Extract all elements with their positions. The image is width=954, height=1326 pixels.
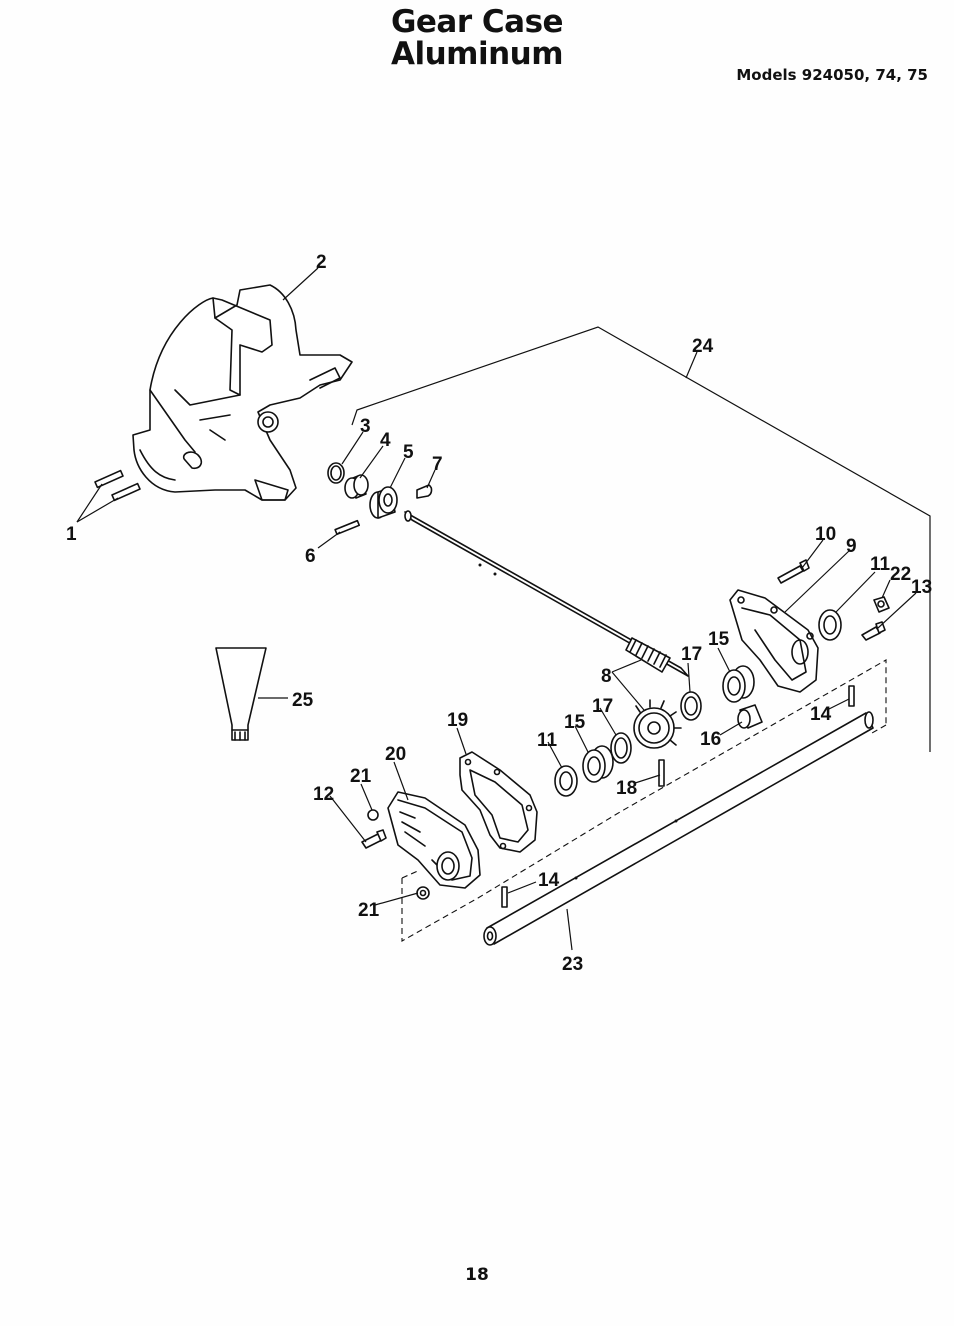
dashed-subassembly-outline — [401, 659, 887, 942]
callout-4: 4 — [380, 430, 391, 451]
callout-14-lower: 14 — [538, 870, 560, 891]
part-10-screw — [777, 559, 810, 584]
callout-23: 23 — [562, 954, 583, 975]
callout-13: 13 — [911, 577, 932, 598]
part-5-bearing — [369, 486, 398, 519]
callout-3: 3 — [360, 416, 371, 437]
callout-21-upper: 21 — [350, 766, 372, 787]
callout-5: 5 — [403, 442, 414, 463]
callout-17-lower: 17 — [592, 696, 613, 717]
part-15-bushing-lower — [582, 745, 614, 783]
part-2-housing — [132, 284, 353, 501]
page-title: Gear Case Aluminum — [0, 6, 954, 70]
part-16-spacer — [737, 704, 763, 729]
callout-8: 8 — [601, 666, 612, 687]
part-15-bushing-upper — [722, 665, 755, 703]
title-line-2: Aluminum — [390, 36, 564, 72]
part-23-impeller-shaft — [483, 711, 874, 946]
part-3-washer — [327, 462, 345, 484]
callout-21-lower: 21 — [358, 900, 380, 921]
callout-18: 18 — [616, 778, 637, 799]
part-19-gasket — [459, 751, 538, 853]
callout-12: 12 — [313, 784, 334, 805]
callout-16: 16 — [700, 729, 721, 750]
callout-15-lower: 15 — [564, 712, 586, 733]
part-17-washer-lower — [610, 732, 632, 764]
part-25-grease-tube — [215, 647, 267, 741]
part-8-gear — [633, 699, 682, 749]
part-14-pin-upper — [848, 685, 855, 707]
part-21-nut-lower — [416, 886, 430, 900]
callout-9: 9 — [846, 536, 857, 557]
part-13-screw — [861, 621, 886, 641]
part-11-seal-upper — [818, 609, 842, 641]
leader-lines — [76, 267, 917, 951]
callout-11-lower: 11 — [537, 730, 558, 751]
callout-1: 1 — [66, 524, 77, 545]
part-20-gear-case-half — [387, 791, 481, 889]
models-label: Models 924050, 74, 75 — [736, 66, 928, 84]
part-8-worm-shaft — [404, 510, 689, 677]
part-4-bushing — [344, 474, 369, 499]
title-line-1: Gear Case — [390, 4, 564, 40]
page-number: 18 — [465, 1265, 489, 1285]
assembly-bracket-24 — [351, 326, 931, 752]
part-12-screw — [361, 829, 387, 849]
part-14-pin-lower — [501, 886, 508, 908]
callout-2: 2 — [316, 252, 327, 273]
part-9-gear-case-half — [729, 589, 819, 693]
callout-22: 22 — [890, 564, 911, 585]
callout-labels: 1 2 3 4 5 6 7 8 9 10 11 11 12 13 14 14 1… — [66, 252, 932, 975]
callout-25: 25 — [292, 690, 314, 711]
callout-17-upper: 17 — [681, 644, 702, 665]
callout-15-upper: 15 — [708, 629, 730, 650]
part-17-washer-upper — [680, 691, 702, 721]
callout-6: 6 — [305, 546, 316, 567]
callout-20: 20 — [385, 744, 406, 765]
part-11-seal-lower — [554, 765, 578, 797]
part-18-pin — [658, 759, 665, 787]
part-7-key — [416, 484, 433, 499]
part-22-plug — [873, 596, 890, 613]
part-1-pins — [94, 469, 141, 502]
callout-7: 7 — [432, 454, 443, 475]
callout-14-upper: 14 — [810, 704, 832, 725]
callout-24: 24 — [692, 336, 714, 357]
part-21-nut-upper — [367, 809, 379, 821]
part-6-pin — [334, 519, 361, 536]
callout-19: 19 — [447, 710, 468, 731]
callout-10: 10 — [815, 524, 836, 545]
callout-11-upper: 11 — [870, 554, 891, 575]
